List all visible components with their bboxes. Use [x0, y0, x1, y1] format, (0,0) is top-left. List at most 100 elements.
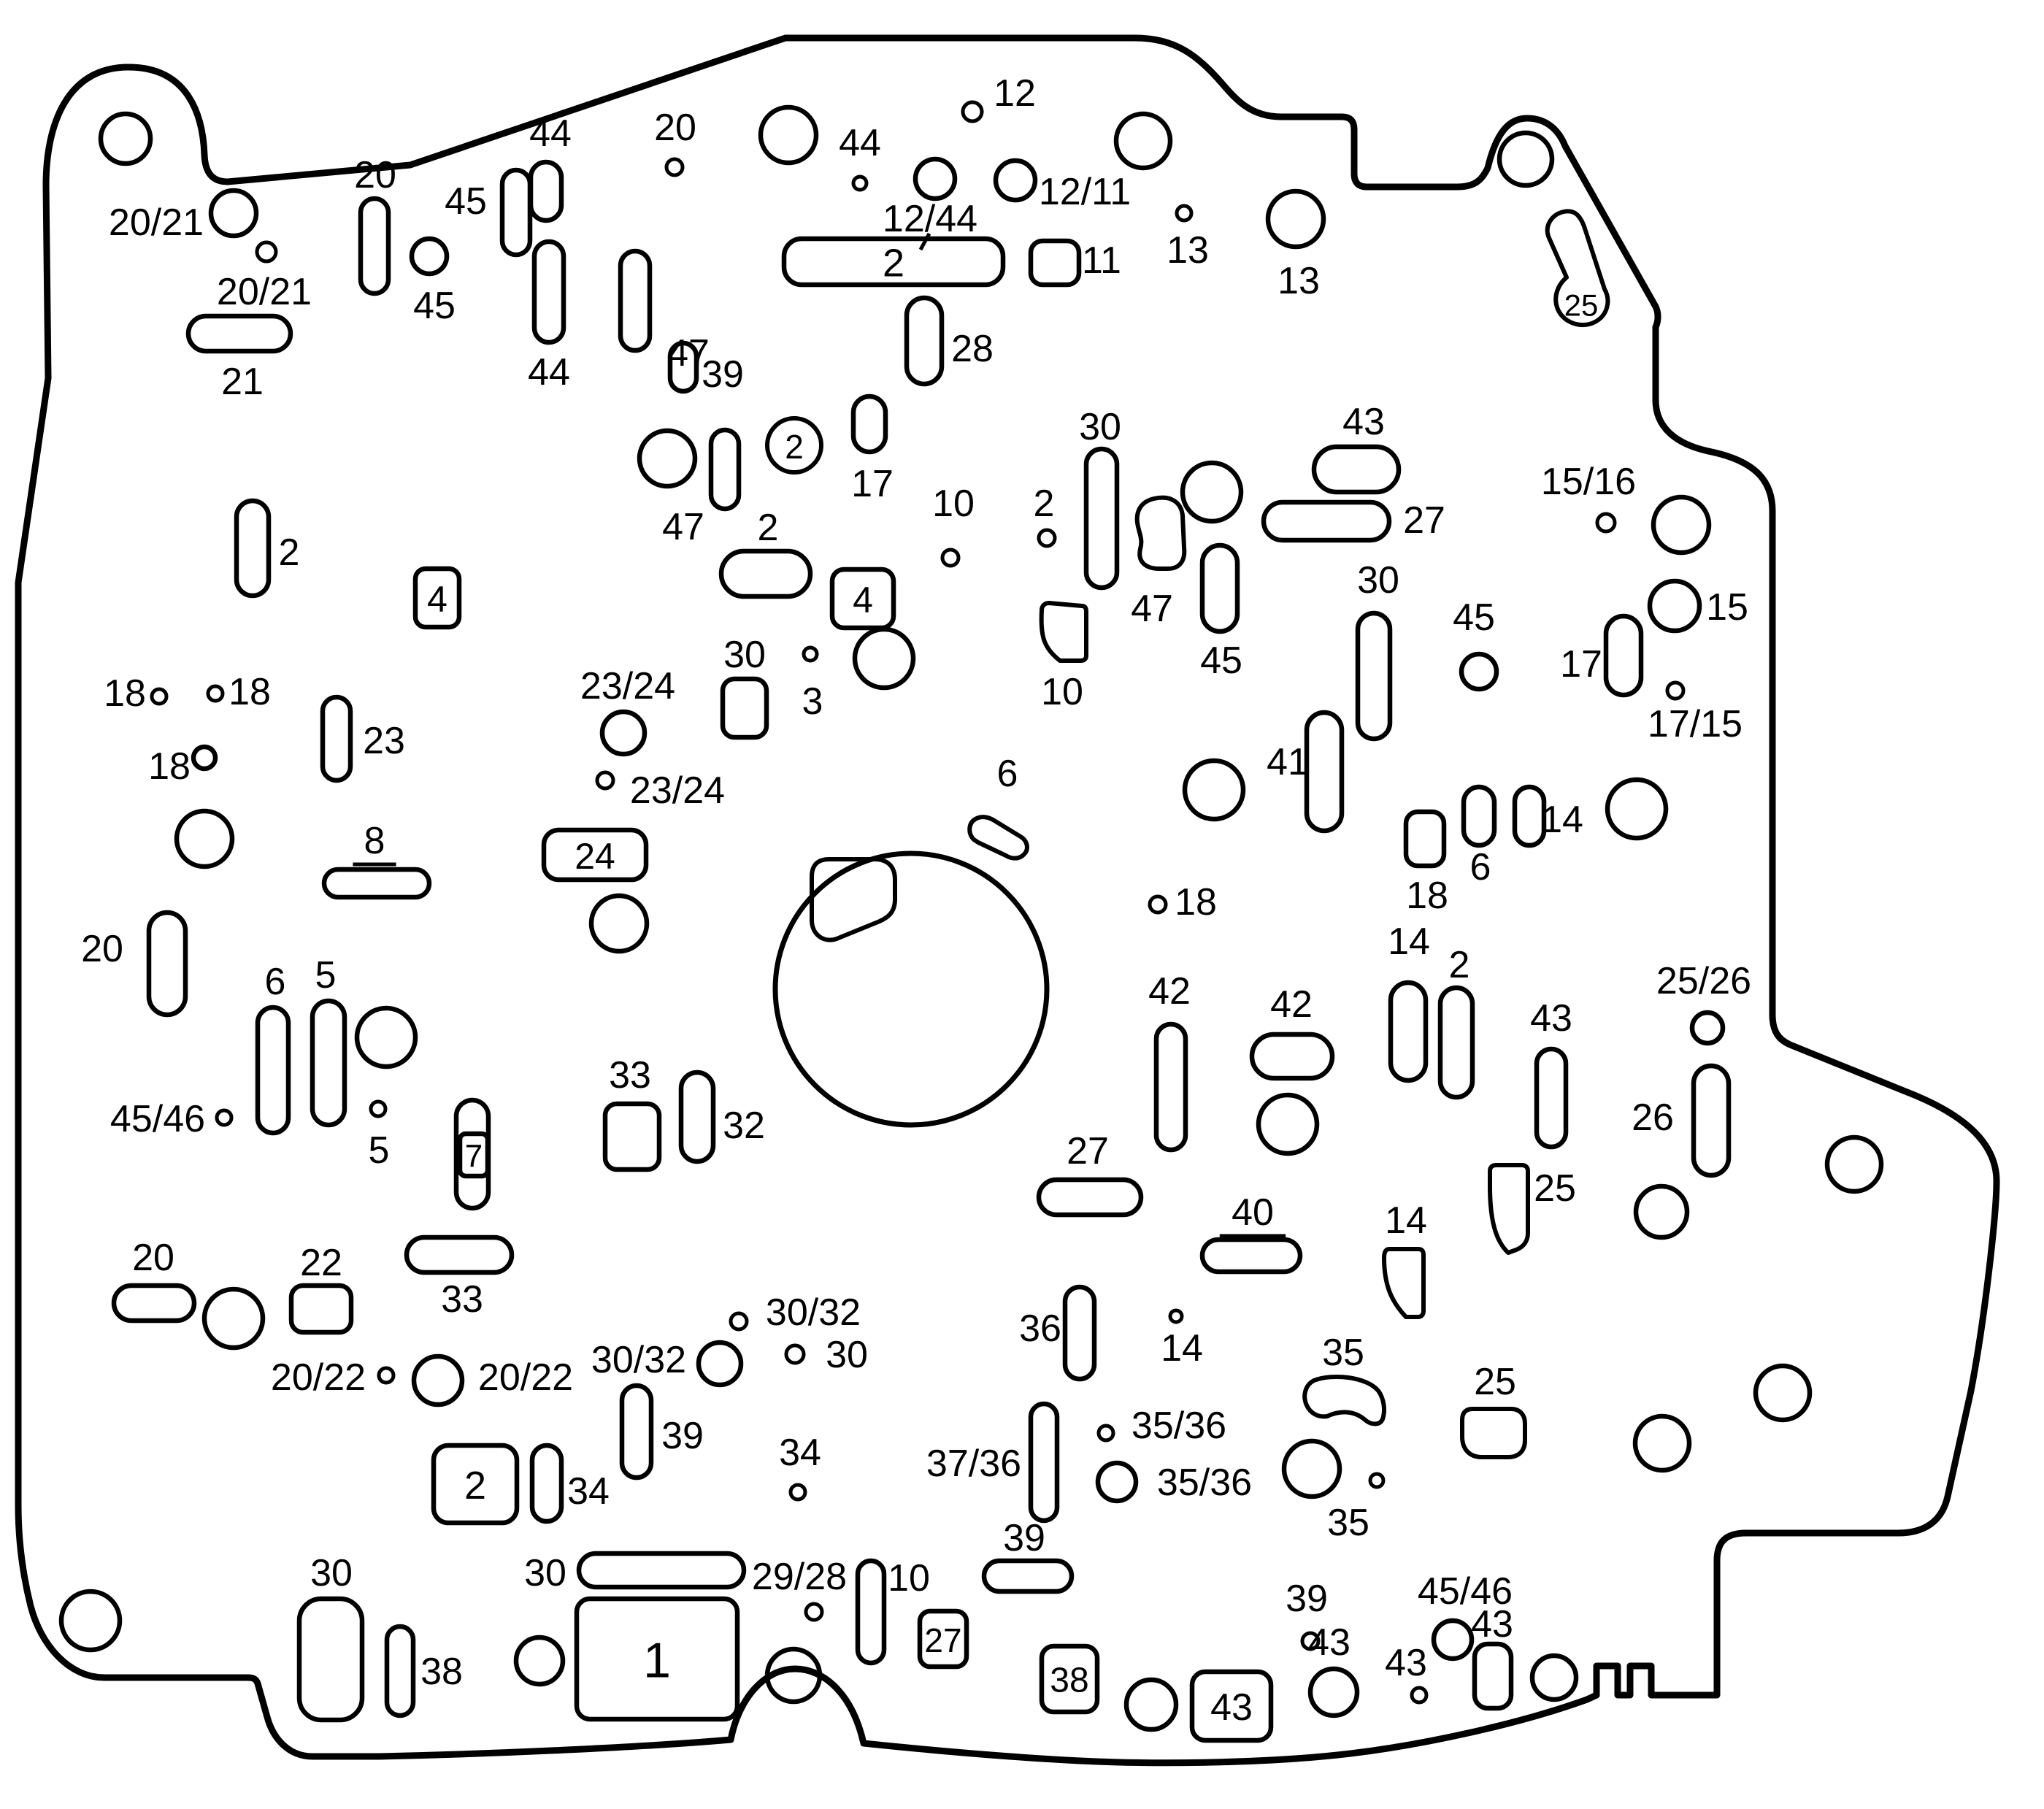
box-7-number: 7	[465, 1139, 483, 1175]
passage-hole-circle-58	[1410, 1686, 1429, 1705]
passage-hole-circle-5	[851, 174, 869, 192]
passage-hole-circle-12	[1037, 528, 1057, 548]
passage-hole-circle-35	[369, 1099, 388, 1118]
passage-hole-circle-15	[852, 626, 916, 691]
label-20-53: 20	[81, 928, 123, 970]
label-5-57: 5	[369, 1129, 390, 1172]
label-43-26: 43	[1342, 401, 1385, 443]
label-30-32-74: 30/32	[766, 1291, 861, 1334]
label-45-4: 45	[445, 180, 487, 223]
label-2-47: 2	[279, 531, 300, 574]
slot-24-number: 24	[575, 836, 615, 877]
label-44-6: 44	[529, 112, 572, 155]
box-4-mid	[829, 566, 896, 631]
label-30-76: 30	[826, 1334, 868, 1376]
box-2-bottom	[431, 1443, 520, 1526]
passage-slot-44	[619, 1383, 654, 1480]
passage-slot-11	[850, 393, 888, 455]
label-17-21: 17	[851, 463, 894, 505]
label-33-71: 33	[441, 1278, 483, 1321]
label-18-41: 18	[1175, 881, 1217, 923]
label-18-39: 18	[1406, 875, 1448, 917]
label-5-55: 5	[315, 954, 337, 996]
passage-hole-circle-48	[1281, 1438, 1342, 1499]
passage-hole-circle-7	[912, 156, 958, 201]
label-30-28: 30	[1357, 559, 1399, 602]
slot-2-long	[781, 236, 1006, 288]
passage-slot-27	[255, 1005, 291, 1136]
passage-slot-32	[404, 1234, 515, 1275]
passage-hole-circle-27	[1148, 894, 1168, 915]
box-4-mid-number: 4	[853, 580, 873, 621]
passage-slot-17	[1261, 499, 1392, 543]
passage-slot-36	[1249, 1032, 1335, 1081]
passage-slot-40	[1199, 1237, 1303, 1275]
box-1-number: 1	[643, 1633, 671, 1689]
label-20-22-80: 20/22	[478, 1356, 573, 1399]
label-8-46: 8	[364, 820, 385, 862]
passage-slot-18	[1355, 610, 1393, 742]
passage-slot-49	[981, 1558, 1075, 1594]
label-22-70: 22	[300, 1242, 342, 1284]
passage-slot-22	[1461, 784, 1497, 848]
passage-hole-circle-30	[1651, 494, 1712, 556]
label-42-62: 42	[1148, 970, 1191, 1013]
label-30-87: 30	[524, 1552, 566, 1594]
plate-outline	[15, 34, 2000, 1767]
label-12-44-12: 12/44	[883, 198, 977, 240]
label-10-37: 10	[1041, 671, 1083, 713]
passage-slot-7	[1028, 238, 1082, 288]
label-36-77: 36	[1019, 1307, 1061, 1350]
passage-slot-8	[667, 340, 699, 394]
passage-slot-41	[1062, 1284, 1097, 1382]
passage-hole-circle-56	[1123, 1677, 1179, 1732]
passage-hole-circle-34	[215, 1108, 234, 1127]
passage-hole-circle-0	[208, 188, 259, 239]
center-filter-hole	[772, 850, 1050, 1128]
passage-hole-circle-55	[764, 1646, 823, 1705]
leader-line-0	[918, 232, 931, 251]
label-45-46-97: 45/46	[1418, 1570, 1513, 1613]
passage-hole-circle-49	[1368, 1472, 1386, 1489]
label-18-42: 18	[104, 672, 146, 715]
label-18-43: 18	[228, 671, 271, 713]
label-29-28-88: 29/28	[752, 1556, 847, 1598]
passage-slot-16	[1311, 444, 1402, 495]
label-30-85: 30	[310, 1552, 353, 1594]
label-13-16: 13	[1278, 260, 1320, 302]
passage-2-blob	[810, 857, 897, 942]
label-20-8: 20	[654, 107, 696, 149]
label-2-20: 2	[758, 507, 779, 549]
label-14-34: 14	[1541, 799, 1583, 841]
box-1	[574, 1596, 740, 1722]
passage-hole-circle-22	[174, 808, 235, 869]
passage-hole-circle-41	[784, 1343, 806, 1365]
label-3-48: 3	[802, 680, 823, 723]
label-12-11: 12	[994, 72, 1036, 115]
label-39-96: 39	[1286, 1578, 1328, 1620]
passage-47-blob	[1134, 495, 1187, 571]
passage-slot-0	[185, 313, 293, 354]
label-45-46-56: 45/46	[110, 1098, 205, 1140]
box-43	[1189, 1669, 1274, 1743]
passage-hole-circle-10	[1175, 204, 1194, 223]
label-40-67: 40	[1232, 1191, 1274, 1234]
label-25-95: 25	[1474, 1361, 1516, 1403]
passage-hole-circle-37	[411, 1353, 465, 1407]
passage-hole-circle-2	[409, 236, 450, 277]
passage-hole-circle-17	[599, 709, 648, 757]
passage-slot-12	[234, 498, 272, 599]
box-7	[457, 1131, 491, 1179]
label-35-36-92: 35/36	[1157, 1462, 1252, 1504]
label-25-in-kidney: 25	[1564, 288, 1599, 323]
passage-hole-circle-25	[1459, 651, 1499, 692]
passage-slot-52	[1472, 1641, 1514, 1711]
label-27-66: 27	[1067, 1130, 1109, 1172]
box-38	[1039, 1643, 1100, 1715]
passage-slot-5	[618, 248, 653, 353]
passage-slot-47	[576, 1551, 747, 1590]
box-4-left-number: 4	[427, 579, 447, 620]
passage-slot-3	[528, 159, 564, 223]
passage-hole-circle-13	[940, 548, 961, 568]
